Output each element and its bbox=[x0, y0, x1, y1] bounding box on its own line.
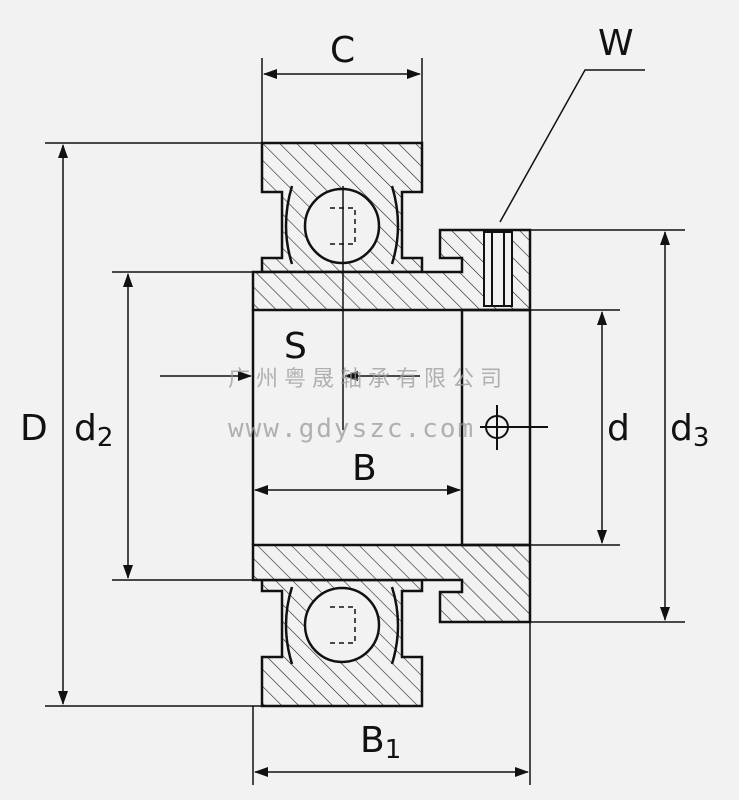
watermark-url: www.gdyszc.com bbox=[228, 414, 475, 444]
dimension-lines bbox=[58, 69, 670, 777]
screw-hole-symbol bbox=[480, 405, 548, 450]
label-C: C bbox=[330, 30, 355, 71]
label-D: D bbox=[20, 408, 48, 449]
inner-bore bbox=[251, 308, 532, 547]
label-S: S bbox=[284, 326, 307, 367]
ball-upper bbox=[303, 187, 381, 265]
label-d2: d2 bbox=[74, 408, 113, 453]
seals-upper bbox=[284, 185, 400, 265]
ball-lower bbox=[303, 586, 381, 664]
set-screw bbox=[483, 231, 513, 307]
label-B1: B1 bbox=[360, 720, 401, 765]
label-B: B bbox=[352, 448, 377, 489]
leader-W bbox=[499, 69, 645, 223]
extension-lines bbox=[45, 58, 685, 785]
inner-ring-upper bbox=[251, 228, 532, 312]
label-d: d bbox=[607, 408, 630, 449]
seals-lower bbox=[284, 586, 400, 665]
watermark-company: 广州粤晟轴承有限公司 bbox=[228, 367, 508, 392]
label-d3: d3 bbox=[670, 408, 709, 453]
label-W: W bbox=[598, 23, 634, 64]
